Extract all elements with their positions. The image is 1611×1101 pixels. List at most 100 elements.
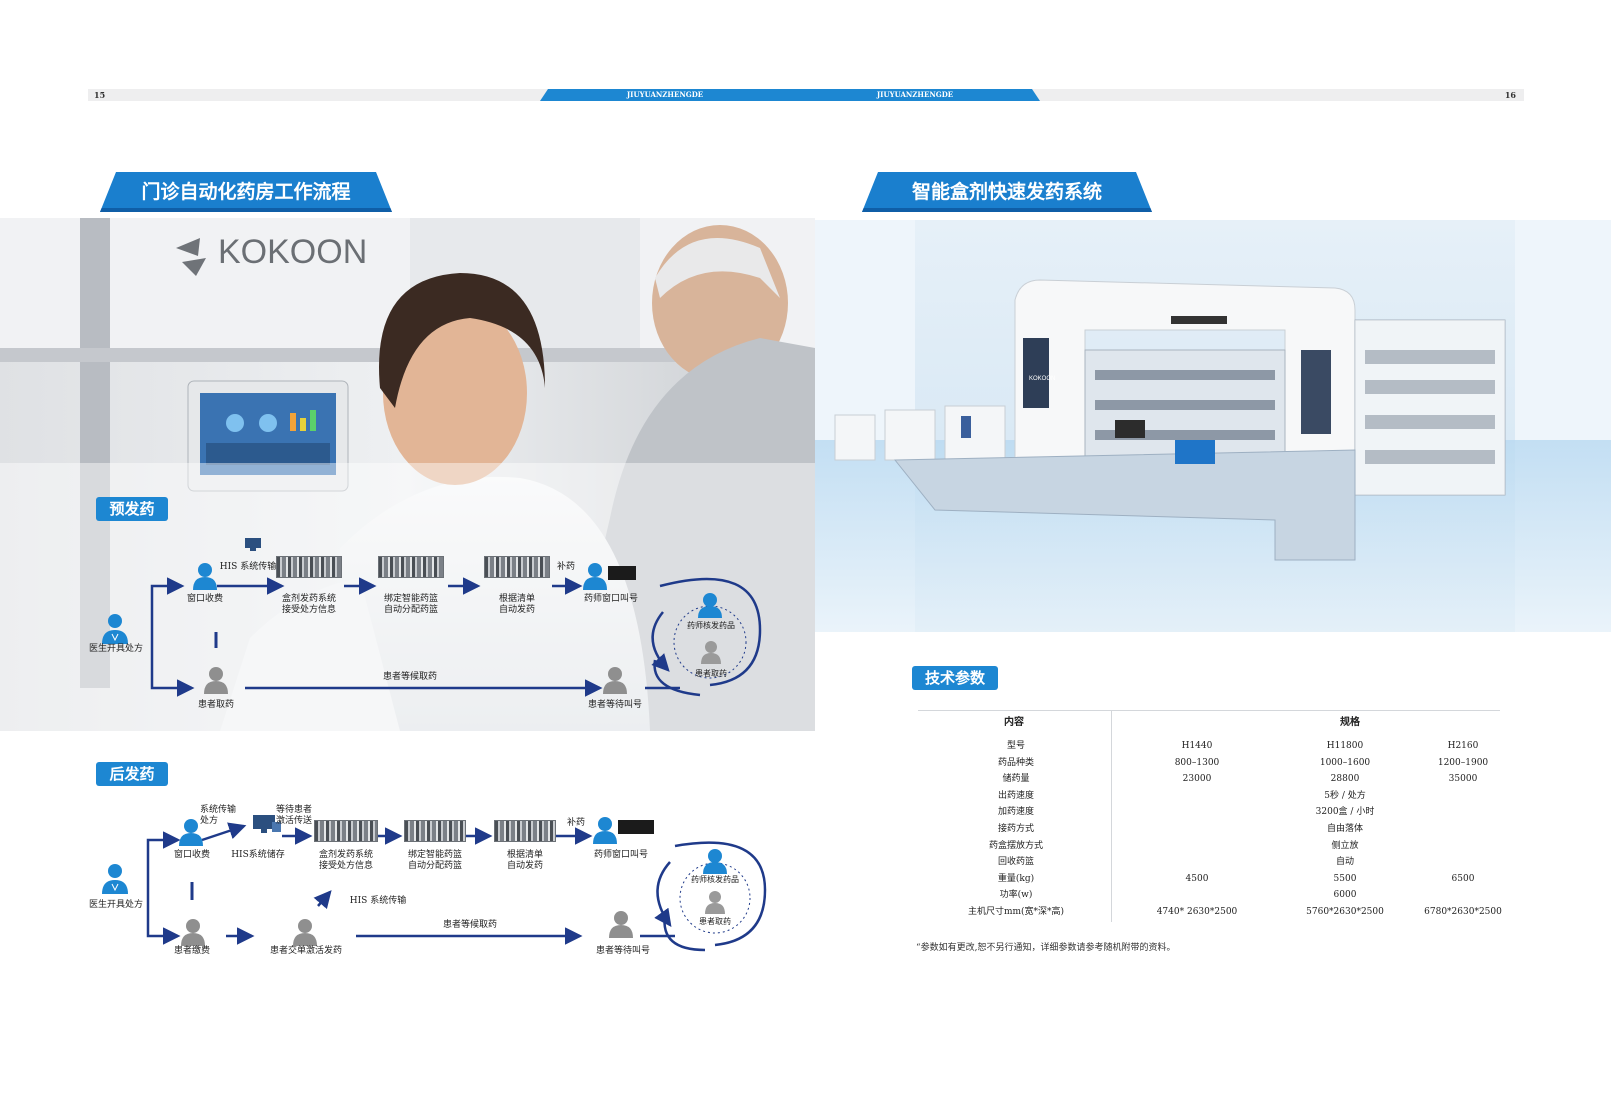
label-replenish: 补药: [556, 562, 575, 572]
pharmacist-photo-illustration: KOKOON: [0, 218, 815, 731]
post-cashier-icon: [178, 818, 204, 846]
section-title-right: 智能盒剂快速发药系统: [862, 172, 1152, 212]
post-label-step3-line1: 根据清单: [506, 850, 543, 860]
post-led-call-sign: [618, 820, 654, 834]
post-label-step3-line2: 自动发药: [506, 861, 543, 871]
machine-photo: KOKOON: [815, 220, 1611, 632]
label-step1-line2: 接受处方信息: [281, 605, 336, 615]
post-label-step2-line2: 自动分配药篮: [407, 861, 462, 871]
spec-cell-h3: 6780*2630*2500: [1424, 907, 1502, 917]
spec-cell-label: 储药量: [1002, 774, 1030, 785]
machine-step2: [378, 556, 444, 578]
tag-post-dispense: 后发药: [96, 762, 168, 786]
label-patient-take: 患者取药: [197, 700, 234, 710]
post-label-window-fee: 窗口收费: [173, 850, 210, 860]
page-number-right: 16: [1504, 90, 1516, 100]
spec-cell-h2: 5500: [1333, 873, 1357, 884]
post-label-pharm-window: 药师窗口叫号: [593, 850, 648, 860]
spec-cell-label: 功率(w): [999, 890, 1033, 901]
spec-cell-h2: 自动: [1335, 857, 1354, 868]
section-title-left-text: 门诊自动化药房工作流程: [141, 181, 351, 203]
label-doctor: 医生开具处方: [88, 644, 143, 654]
post-flow-arrows: [146, 822, 767, 952]
photo-logo-text: KOKOON: [218, 233, 367, 271]
spec-cell-h3: 1200–1900: [1437, 757, 1489, 768]
post-machine-step1: [314, 820, 378, 842]
brand-tab-left: JIUYUANZHENGDE: [540, 89, 790, 101]
post-label-step1-line2: 接受处方信息: [318, 861, 373, 871]
doctor-icon: [100, 612, 130, 644]
spec-cell-label: 重量(kg): [997, 873, 1035, 884]
label-step2-line1: 绑定智能药篮: [383, 594, 438, 604]
pharmacist-check-icon: [697, 592, 723, 618]
post-patient-activate-icon: [292, 918, 318, 946]
tag-pre-dispense-text: 预发药: [109, 500, 155, 518]
brand-tab-right: JIUYUANZHENGDE: [790, 89, 1040, 101]
post-label-wait2: 激活传送: [276, 816, 313, 826]
patient-wait-icon: [602, 666, 628, 694]
post-doctor-icon: [100, 862, 130, 894]
spec-cell-label: 型号: [1006, 741, 1025, 751]
spec-cell-label: 加药速度: [997, 807, 1034, 818]
label-step3-line2: 自动发药: [498, 605, 535, 615]
section-title-left: 门诊自动化药房工作流程: [100, 172, 392, 212]
post-label-patient-pay: 患者缴费: [173, 946, 210, 956]
spec-cell-h2: 6000: [1333, 890, 1357, 901]
pharmacy-photo: KOKOON: [0, 218, 815, 731]
spec-cell-h1: 4740* 2630*2500: [1156, 907, 1238, 917]
col-spec-header: 规格: [1340, 717, 1360, 728]
dispensing-machine-illustration: KOKOON: [815, 220, 1611, 632]
spec-cell-h2: 28800: [1330, 774, 1360, 785]
post-label-waiting-call: 患者等待叫号: [595, 946, 650, 956]
post-label-his-transfer: HIS 系统传输: [349, 896, 407, 906]
page-number-left: 15: [94, 90, 106, 100]
spec-cell-h1: 800–1300: [1174, 757, 1220, 768]
header-strip: 15 JIUYUANZHENGDE JIUYUANZHENGDE 16: [88, 89, 1524, 101]
post-label-sys2: 处方: [200, 816, 219, 826]
spec-cell-h2: 1000–1600: [1319, 757, 1371, 768]
pharmacist-icon: [582, 562, 608, 590]
computer-icon: [244, 536, 262, 551]
spec-cell-h2: 5秒 / 处方: [1324, 790, 1366, 801]
spec-cell-h3: H2160: [1447, 741, 1479, 751]
post-pharmacist-icon: [592, 816, 618, 844]
spec-cell-h1: 4500: [1185, 873, 1209, 884]
post-label-patient-take-right: 患者取药: [699, 917, 731, 926]
post-label-his-store: HIS系统储存: [231, 850, 285, 860]
spec-cell-label: 回收药篮: [997, 857, 1034, 868]
spec-cell-h1: H1440: [1181, 741, 1213, 751]
table-divider: [1111, 710, 1112, 922]
spec-cell-label: 出药速度: [997, 790, 1034, 801]
post-patient-right-icon: [704, 890, 726, 914]
machine-step3: [484, 556, 550, 578]
spec-cell-label: 药盒摆放方式: [988, 840, 1043, 851]
spec-cell-label: 药品种类: [997, 757, 1034, 768]
spec-cell-label: 主机尺寸mm(宽*深*高): [967, 907, 1065, 917]
post-label-pharm-check: 药师核发药品: [691, 875, 739, 884]
section-title-right-text: 智能盒剂快速发药系统: [911, 181, 1102, 203]
col-content-header: 内容: [1004, 717, 1024, 728]
label-pharm-window: 药师窗口叫号: [583, 594, 638, 604]
post-label-step2-line1: 绑定智能药篮: [407, 850, 462, 860]
machine-logo-text: KOKOON: [1029, 376, 1055, 382]
led-call-sign: [608, 566, 636, 580]
label-patient-take-right: 患者取药: [695, 669, 727, 678]
table-top-rule: [918, 710, 1500, 711]
spec-cell-h2: H11800: [1326, 741, 1364, 751]
label-step1-line1: 盒剂发药系统: [281, 594, 336, 604]
pre-flow-arrows: [150, 577, 762, 697]
spec-cell-label: 接药方式: [997, 824, 1034, 834]
label-step2-line2: 自动分配药篮: [383, 605, 438, 615]
spec-cell-h2: 侧立放: [1331, 840, 1359, 851]
spec-note: “参数如有更改,恕不另行通知，详细参数请参考随机附带的资料。: [916, 943, 1176, 953]
tag-tech-params: 技术参数: [912, 666, 998, 690]
post-label-patient-activate: 患者交单激活发药: [269, 946, 342, 956]
spec-cell-h3: 35000: [1448, 774, 1478, 785]
label-window-fee: 窗口收费: [186, 594, 223, 604]
cashier-icon: [192, 562, 218, 590]
patient-icon: [203, 666, 229, 694]
post-label-replenish: 补药: [566, 818, 585, 828]
post-label-waiting: 患者等候取药: [442, 920, 497, 930]
post-label-step1-line1: 盒剂发药系统: [318, 850, 373, 860]
spec-cell-h2: 自由落体: [1326, 824, 1363, 834]
